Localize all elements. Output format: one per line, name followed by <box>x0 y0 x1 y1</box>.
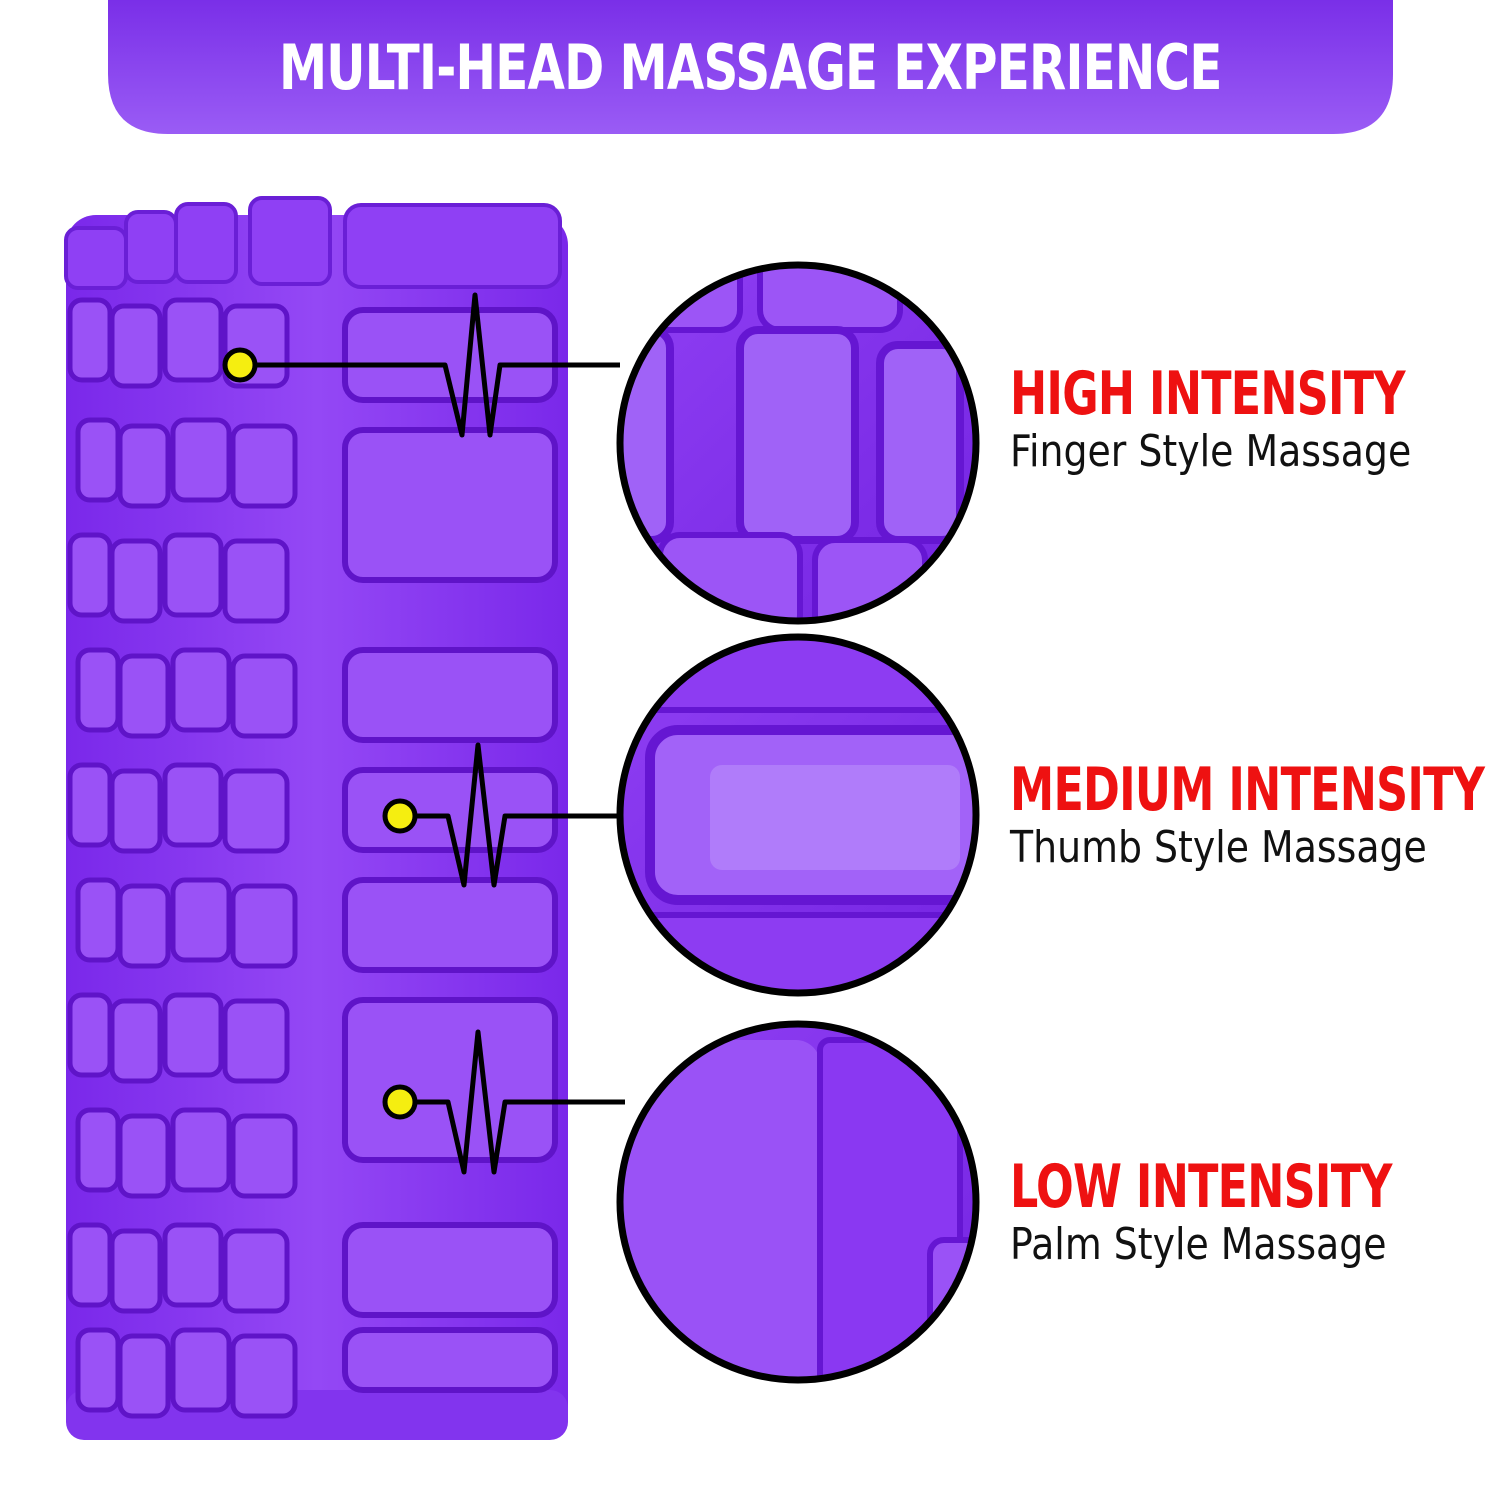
roller-nub <box>67 992 113 1078</box>
roller-nub <box>109 1228 163 1314</box>
roller-nub <box>117 423 171 509</box>
roller-nub <box>222 538 290 624</box>
yellow-dot-icon <box>382 1084 418 1120</box>
roller-nub <box>117 883 171 969</box>
roller-nub <box>117 653 171 739</box>
roller-nub <box>170 1327 232 1413</box>
roller-block <box>342 427 558 583</box>
roller-nub <box>162 297 224 383</box>
connector-medium <box>412 742 620 888</box>
roller-nub <box>162 1222 224 1308</box>
roller-nub <box>109 998 163 1084</box>
callout-medium: MEDIUM INTENSITY Thumb Style Massage <box>1010 758 1501 874</box>
header-banner: MULTI-HEAD MASSAGE EXPERIENCE <box>108 0 1393 134</box>
roller-nub <box>109 303 163 389</box>
roller-nub <box>109 538 163 624</box>
callout-subtitle: Palm Style Massage <box>1010 1219 1387 1270</box>
detail-circle-medium <box>616 633 980 997</box>
roller-nub <box>170 877 232 963</box>
yellow-dot-icon <box>222 347 258 383</box>
roller-block <box>342 307 558 403</box>
roller-nub <box>230 1113 298 1199</box>
page-title: MULTI-HEAD MASSAGE EXPERIENCE <box>279 30 1222 104</box>
connector-high <box>252 292 620 438</box>
roller-nub <box>67 1222 113 1308</box>
callout-title: MEDIUM INTENSITY <box>1010 755 1485 825</box>
roller-nub <box>117 1113 171 1199</box>
callout-subtitle: Finger Style Massage <box>1010 426 1412 477</box>
roller-block <box>342 647 558 743</box>
roller-nub <box>117 1333 171 1419</box>
roller-nub <box>162 532 224 618</box>
header-banner-bg <box>108 0 1393 134</box>
roller-nub <box>75 877 121 963</box>
callout-high: HIGH INTENSITY Finger Style Massage <box>1010 362 1501 478</box>
roller-nub <box>222 768 290 854</box>
roller-nub <box>162 992 224 1078</box>
detail-circle-low <box>616 1020 980 1384</box>
roller-nub <box>67 532 113 618</box>
roller-block <box>342 1222 558 1318</box>
roller-block <box>342 997 558 1163</box>
callout-title: LOW INTENSITY <box>1010 1152 1392 1222</box>
roller-nub <box>109 768 163 854</box>
roller-nub <box>75 1327 121 1413</box>
roller-nub <box>170 1107 232 1193</box>
roller-nub <box>67 762 113 848</box>
callout-low: LOW INTENSITY Palm Style Massage <box>1010 1155 1501 1271</box>
connector-low <box>412 1029 625 1175</box>
roller-nub <box>75 417 121 503</box>
roller-nub <box>230 1333 298 1419</box>
roller-nub <box>75 647 121 733</box>
roller-block <box>342 767 558 853</box>
yellow-dot-icon <box>382 798 418 834</box>
roller-nub <box>67 297 113 383</box>
roller-nub <box>230 883 298 969</box>
roller-nub <box>222 998 290 1084</box>
roller-nub <box>170 417 232 503</box>
roller-nub <box>170 647 232 733</box>
roller-nub <box>230 653 298 739</box>
roller-nub <box>162 762 224 848</box>
roller-nubs <box>67 297 558 1419</box>
callout-subtitle: Thumb Style Massage <box>1010 822 1427 873</box>
roller-block <box>342 877 558 973</box>
roller-nub <box>75 1107 121 1193</box>
roller-nub <box>230 423 298 509</box>
roller-nub <box>222 1228 290 1314</box>
roller-block <box>342 1327 558 1393</box>
detail-circle-high <box>616 261 980 625</box>
callout-title: HIGH INTENSITY <box>1010 359 1406 429</box>
